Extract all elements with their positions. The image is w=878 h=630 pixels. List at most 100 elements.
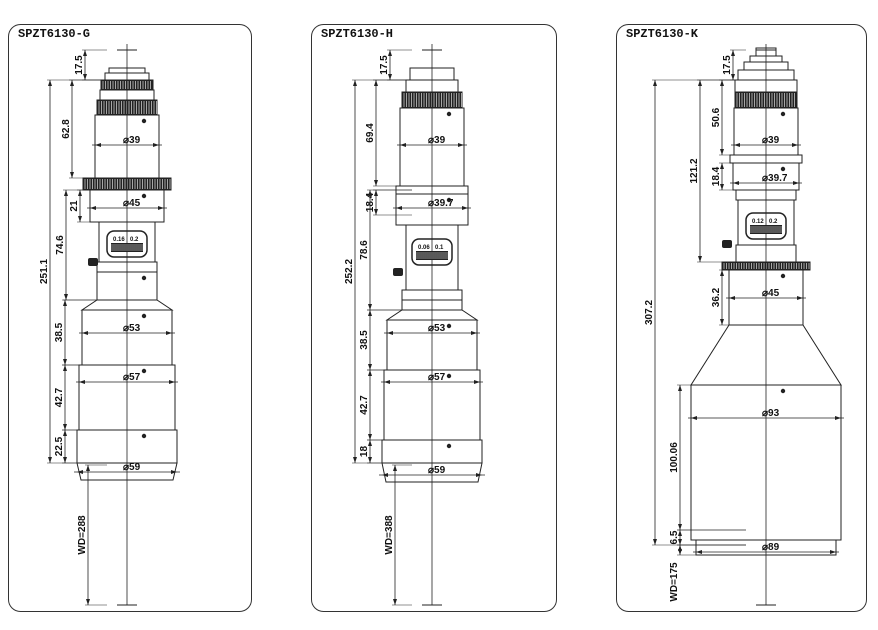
focus-knob (393, 268, 403, 276)
set-screw (446, 111, 452, 117)
set-screw (446, 323, 452, 329)
arrow-head (368, 364, 372, 370)
diameter-label: ⌀89 (762, 542, 780, 553)
dimension-label: 42.7 (54, 387, 65, 407)
set-screw (141, 118, 147, 124)
arrow-head (476, 473, 482, 477)
diameter-label: ⌀39.7 (762, 173, 788, 184)
arrow-head (720, 319, 724, 325)
dimension-label: 100.06 (669, 442, 680, 473)
arrow-head (374, 190, 378, 196)
dimension-label: 6.5 (669, 530, 680, 544)
panel-title: SPZT6130-K (626, 27, 699, 41)
arrow-head (387, 331, 393, 335)
arrow-head (396, 206, 402, 210)
panel-title: SPZT6130-H (321, 27, 393, 41)
arrow-head (678, 539, 682, 545)
set-screw (780, 273, 786, 279)
arrow-head (678, 385, 682, 391)
dimension-label: 69.4 (365, 123, 376, 143)
diameter-label: ⌀45 (123, 198, 141, 209)
arrow-head (70, 172, 74, 178)
dimension-label: 21 (69, 200, 80, 212)
dimension-label: 17.5 (722, 55, 733, 75)
arrow-head (797, 296, 803, 300)
arrow-head (384, 380, 390, 384)
arrow-head (698, 80, 702, 86)
arrow-head (368, 434, 372, 440)
dimension-label: 17.5 (74, 55, 85, 75)
arrow-head (835, 416, 841, 420)
arrow-head (474, 380, 480, 384)
arrow-head (368, 304, 372, 310)
arrow-head (77, 470, 83, 474)
set-screw (141, 313, 147, 319)
arrow-head (388, 50, 392, 56)
arrow-head (393, 465, 397, 471)
set-screw (446, 197, 452, 203)
arrow-head (368, 440, 372, 446)
dimension-label: 307.2 (644, 300, 655, 325)
arrow-head (793, 181, 799, 185)
arrow-head (698, 256, 702, 262)
arrow-head (63, 365, 67, 371)
arrow-head (64, 190, 68, 196)
dimension-label: 78.6 (359, 240, 370, 260)
diameter-label: ⌀59 (123, 462, 141, 473)
dimension-label: 252.2 (344, 259, 355, 284)
set-screw (141, 368, 147, 374)
focus-knob (722, 240, 732, 248)
diameter-label: ⌀39.7 (428, 198, 454, 209)
dimension-label: WD=388 (384, 515, 395, 555)
arrow-head (678, 530, 682, 536)
arrow-head (78, 190, 82, 196)
zoom-scale-label: 0.12 (752, 219, 764, 225)
dimension-label: 251.1 (39, 259, 50, 284)
set-screw (141, 193, 147, 199)
arrow-head (169, 380, 175, 384)
dimension-label: 74.6 (55, 235, 66, 255)
arrow-head (83, 74, 87, 80)
arrow-head (153, 143, 159, 147)
arrow-head (78, 216, 82, 222)
set-screw (141, 433, 147, 439)
diameter-label: ⌀39 (123, 135, 141, 146)
diameter-label: ⌀57 (428, 372, 446, 383)
dimension-label: 62.8 (61, 119, 72, 139)
panel-border (616, 24, 867, 612)
dimension-label: 18.4 (365, 192, 376, 212)
panel-title: SPZT6130-G (18, 27, 90, 41)
arrow-head (400, 143, 406, 147)
arrow-head (653, 80, 657, 86)
arrow-head (95, 143, 101, 147)
arrow-head (374, 180, 378, 186)
dimension-label: 50.6 (711, 107, 722, 127)
dimension-label: 17.5 (379, 55, 390, 75)
diameter-label: ⌀53 (428, 323, 446, 334)
arrow-head (731, 74, 735, 80)
diameter-label: ⌀57 (123, 372, 141, 383)
arrow-head (83, 50, 87, 56)
diameter-label: ⌀39 (762, 135, 780, 146)
arrow-head (471, 331, 477, 335)
arrow-head (368, 370, 372, 376)
arrow-head (720, 184, 724, 190)
arrow-head (830, 550, 836, 554)
zoom-scale-label: 0.2 (769, 219, 778, 225)
arrow-head (382, 473, 388, 477)
diameter-label: ⌀53 (123, 323, 141, 334)
arrow-head (86, 599, 90, 605)
arrow-head (696, 550, 702, 554)
arrow-head (82, 331, 88, 335)
dimension-label: 22.5 (54, 436, 65, 456)
arrow-head (374, 80, 378, 86)
arrow-head (720, 80, 724, 86)
arrow-head (374, 209, 378, 215)
arrow-head (792, 143, 798, 147)
arrow-head (393, 599, 397, 605)
arrow-head (368, 457, 372, 463)
set-screw (780, 388, 786, 394)
arrow-head (79, 380, 85, 384)
arrow-head (653, 539, 657, 545)
